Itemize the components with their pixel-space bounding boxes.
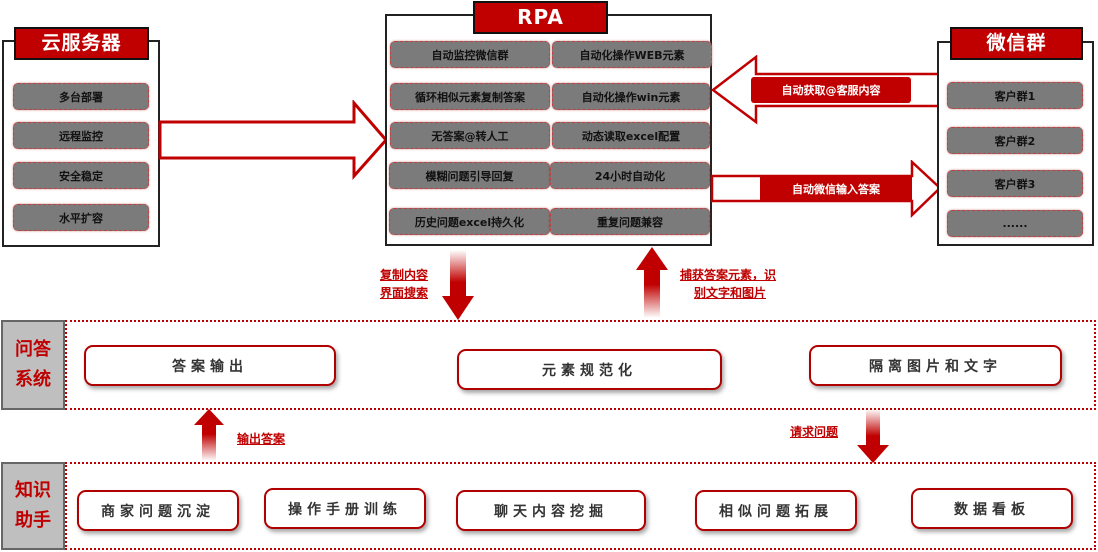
cloud-item-secure-stable[interactable]: 安全稳定 [13, 162, 149, 189]
cloud-item-remote-monitor[interactable]: 远程监控 [13, 122, 149, 149]
interface-search-label: 界面搜索 [380, 286, 429, 300]
auto-input-answer-label: 自动微信输入答案 [792, 182, 880, 196]
wechat-customer-group-2[interactable]: 客户群2 [947, 127, 1083, 154]
arrow-up-capture-icon [636, 247, 668, 318]
rpa-item-duplicate-compat[interactable]: 重复问题兼容 [550, 208, 710, 235]
knowledge-assistant-label-line1: 知识 [15, 480, 51, 501]
fetch-mention-label: 自动获取@客服内容 [751, 77, 911, 103]
qa-system-label-line2: 系统 [15, 369, 51, 390]
wechat-customer-group-more[interactable]: ...... [947, 210, 1083, 237]
qa-system-label: 问答 系统 [1, 320, 65, 410]
rpa-item-dynamic-excel-config[interactable]: 动态读取excel配置 [552, 122, 710, 149]
request-question-label: 请求问题 [790, 425, 839, 439]
rpa-title: RPA [473, 1, 608, 34]
rpa-item-24h-automation[interactable]: 24小时自动化 [550, 162, 710, 189]
qa-system-label-line1: 问答 [15, 339, 51, 360]
ka-data-dashboard[interactable]: 数据看板 [911, 488, 1073, 529]
ka-similar-question-expand[interactable]: 相似问题拓展 [695, 490, 857, 531]
copy-content-label: 复制内容 [380, 268, 429, 282]
ka-manual-training[interactable]: 操作手册训练 [264, 488, 426, 529]
knowledge-assistant-band [65, 462, 1096, 550]
cloud-server-title: 云服务器 [14, 27, 149, 60]
capture-elements-label-line2: 别文字和图片 [694, 286, 767, 300]
wechat-group-title: 微信群 [950, 27, 1083, 60]
rpa-item-no-answer-transfer[interactable]: 无答案@转人工 [390, 122, 550, 149]
qa-separate-image-text[interactable]: 隔离图片和文字 [809, 345, 1062, 386]
wechat-customer-group-1[interactable]: 客户群1 [947, 82, 1083, 109]
output-answer-label: 输出答案 [237, 432, 286, 446]
arrow-down-request-icon [857, 409, 889, 463]
ka-merchant-question-accumulate[interactable]: 商家问题沉淀 [77, 490, 239, 531]
arrow-cloud-to-rpa-icon [158, 100, 388, 180]
arrow-up-output-icon [194, 409, 224, 461]
arrow-down-copy-icon [442, 250, 474, 320]
cloud-item-horizontal-scale[interactable]: 水平扩容 [13, 204, 149, 231]
knowledge-assistant-label: 知识 助手 [1, 462, 65, 550]
ka-chat-content-mining[interactable]: 聊天内容挖掘 [456, 490, 646, 531]
qa-answer-output[interactable]: 答案输出 [84, 345, 336, 386]
wechat-customer-group-3[interactable]: 客户群3 [947, 170, 1083, 197]
qa-element-normalize[interactable]: 元素规范化 [457, 349, 722, 390]
arrow-rpa-to-wechat-icon [710, 160, 942, 218]
qa-system-band [65, 320, 1096, 410]
rpa-item-history-excel-persist[interactable]: 历史问题excel持久化 [389, 208, 550, 235]
rpa-item-web-automation[interactable]: 自动化操作WEB元素 [552, 41, 712, 68]
capture-elements-label-line1: 捕获答案元素，识 [680, 268, 777, 282]
knowledge-assistant-label-line2: 助手 [15, 510, 51, 531]
rpa-item-win-automation[interactable]: 自动化操作win元素 [552, 83, 710, 110]
rpa-item-monitor-wechat[interactable]: 自动监控微信群 [390, 41, 550, 68]
rpa-item-loop-copy-answer[interactable]: 循环相似元素复制答案 [390, 83, 550, 110]
rpa-item-fuzzy-question-guide[interactable]: 模糊问题引导回复 [389, 162, 550, 189]
cloud-item-multi-deploy[interactable]: 多台部署 [13, 83, 149, 110]
